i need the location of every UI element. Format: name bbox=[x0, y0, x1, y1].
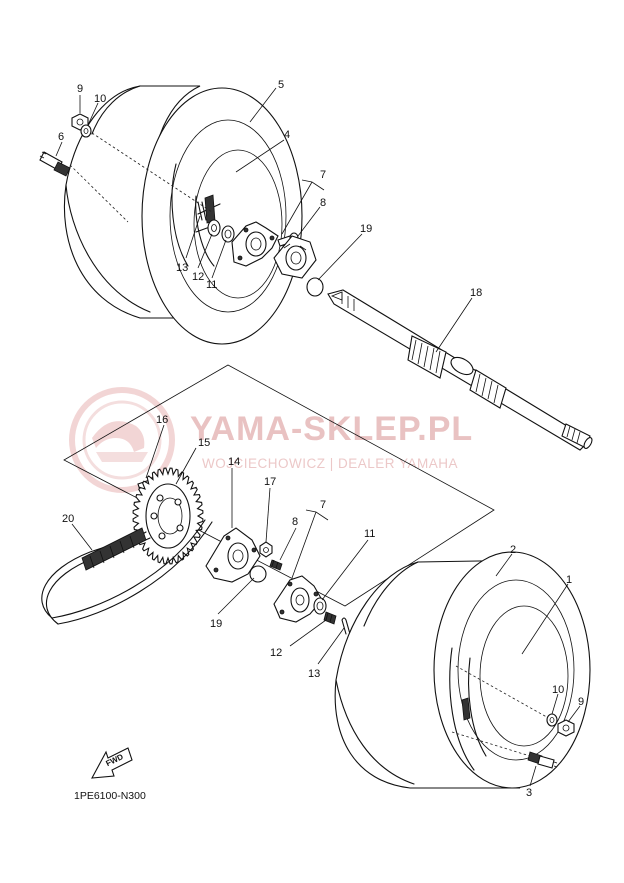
drive-chain-part-20 bbox=[41, 519, 213, 625]
watermark: YAMA-SKLEP.PL WOJCIECHOWICZ | DEALER YAM… bbox=[69, 387, 473, 493]
label-2: 2 bbox=[510, 544, 516, 556]
cotter-pin-part-13-top bbox=[197, 201, 207, 221]
label-7-top: 7 bbox=[320, 169, 326, 181]
diagram-code: 1PE6100-N300 bbox=[74, 790, 146, 802]
label-13-bottom: 13 bbox=[308, 668, 320, 680]
label-5: 5 bbox=[278, 79, 284, 91]
label-10-top: 10 bbox=[94, 93, 106, 105]
watermark-title: YAMA-SKLEP.PL bbox=[190, 410, 473, 448]
fwd-arrow-icon: FWD bbox=[91, 747, 133, 779]
label-18: 18 bbox=[470, 287, 482, 299]
label-12-top: 12 bbox=[192, 271, 204, 283]
label-7-bottom: 7 bbox=[320, 499, 326, 511]
label-19-top: 19 bbox=[360, 223, 372, 235]
label-19-bottom: 19 bbox=[210, 618, 222, 630]
label-6: 6 bbox=[58, 131, 64, 143]
washer-part-11-bottom bbox=[313, 597, 327, 615]
label-8-bottom: 8 bbox=[292, 516, 298, 528]
tire-right-part-2 bbox=[334, 551, 591, 789]
label-14: 14 bbox=[228, 456, 240, 468]
bolt-part-8-bottom bbox=[269, 559, 283, 571]
o-ring-part-19-bottom bbox=[249, 565, 267, 583]
callout-labels: 9 10 6 5 4 7 8 13 12 11 19 18 16 15 14 1… bbox=[58, 79, 584, 799]
spacer-part-12-bottom bbox=[323, 611, 337, 625]
dashed-line-nut bbox=[91, 132, 213, 213]
o-ring-part-19-top bbox=[306, 277, 324, 297]
tire-left-part-5 bbox=[63, 85, 303, 345]
label-4: 4 bbox=[284, 129, 290, 141]
dashed-line-valve bbox=[69, 164, 129, 223]
washer-part-11-top bbox=[221, 225, 235, 243]
label-11-top: 11 bbox=[206, 279, 217, 291]
label-9-top: 9 bbox=[77, 83, 83, 95]
hub-carrier-top bbox=[273, 235, 317, 279]
rear-axle-part-18 bbox=[327, 289, 593, 451]
dashed-line-stud-bottom bbox=[451, 731, 531, 757]
wheel-hub-part-7-top bbox=[231, 221, 279, 267]
label-9-bottom: 9 bbox=[578, 696, 584, 708]
spacer-part-12-top bbox=[207, 219, 221, 237]
label-12-bottom: 12 bbox=[270, 647, 282, 659]
label-1: 1 bbox=[566, 574, 572, 586]
leader-lines bbox=[55, 87, 581, 787]
dashed-line-nut-bottom bbox=[455, 665, 553, 721]
label-8-top: 8 bbox=[320, 197, 326, 209]
label-15: 15 bbox=[198, 437, 210, 449]
stud-part-3 bbox=[527, 751, 558, 769]
label-20: 20 bbox=[62, 513, 74, 525]
washer-part-10-top bbox=[80, 124, 92, 138]
label-10-bottom: 10 bbox=[552, 684, 564, 696]
label-11-bottom: 11 bbox=[364, 528, 375, 540]
sprocket-part-15 bbox=[132, 467, 204, 565]
sprocket-group-frame bbox=[63, 364, 495, 607]
sprocket-hub-part-14 bbox=[205, 527, 261, 583]
watermark-subtitle: WOJCIECHOWICZ | DEALER YAMAHA bbox=[202, 456, 458, 471]
label-17: 17 bbox=[264, 476, 276, 488]
wheel-hub-part-7-bottom bbox=[273, 575, 323, 623]
nut-part-17 bbox=[259, 541, 273, 558]
label-16: 16 bbox=[156, 414, 168, 426]
cotter-pin-part-13-bottom bbox=[341, 617, 351, 635]
label-13-top: 13 bbox=[176, 262, 188, 274]
valve-stem-part-6 bbox=[39, 151, 71, 177]
nut-part-9-bottom bbox=[557, 719, 575, 737]
washer-part-10-bottom bbox=[546, 713, 558, 727]
label-3: 3 bbox=[526, 787, 532, 799]
